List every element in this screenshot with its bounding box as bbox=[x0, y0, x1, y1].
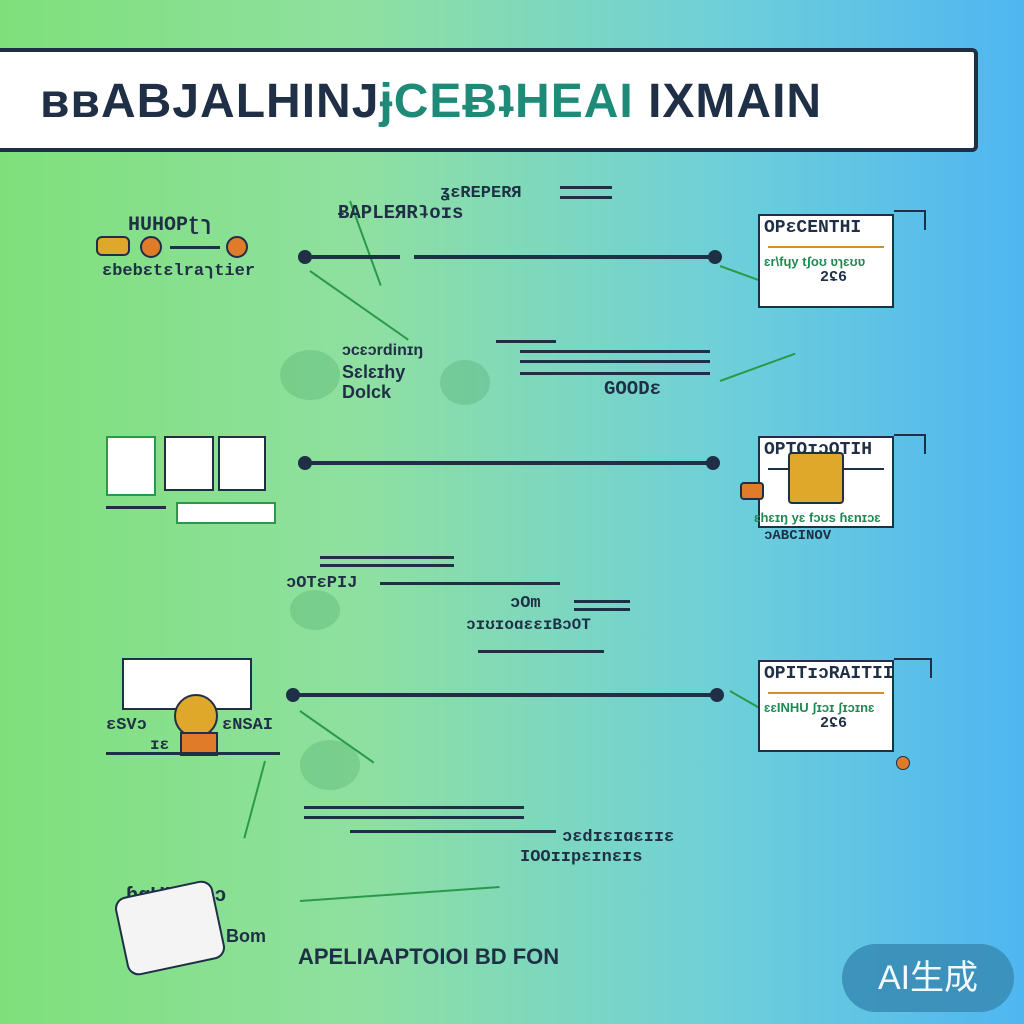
decor-blob bbox=[440, 360, 490, 405]
banner-title-part3: IXMAIN bbox=[648, 75, 823, 128]
row2-end-node bbox=[706, 456, 720, 470]
ai-generated-badge: AI生成 bbox=[842, 944, 1014, 1012]
mid2-label-b: ɔOm bbox=[510, 594, 541, 613]
row1-doc-number: 2ʢ6 bbox=[820, 269, 848, 286]
decor-stroke bbox=[719, 352, 796, 382]
decor-blob bbox=[300, 740, 360, 790]
row3-connector bbox=[298, 693, 714, 697]
row3-left-label-top: ɛSVɔ bbox=[106, 716, 147, 735]
row3-left-label-right: ɛNSAI bbox=[222, 716, 274, 735]
mid2-label-a: ɔOTɛPIJ bbox=[286, 574, 358, 593]
bottom-sub-label: Bom bbox=[226, 926, 266, 946]
coin-icon bbox=[226, 236, 248, 258]
row2-connector bbox=[310, 461, 710, 465]
folder-icon bbox=[96, 236, 130, 256]
row3-doc-title: OPITɪɔRAITII bbox=[764, 664, 892, 684]
row1-mid-label-b: ʓɛREPERЯ bbox=[440, 184, 522, 203]
row1-connector bbox=[414, 255, 714, 259]
row1-doc-tab bbox=[894, 210, 926, 230]
decor-blob bbox=[280, 350, 340, 400]
row1-doc-green-text: ɛr\fɥy tʃoʊ ʋɿɛʊʋ bbox=[764, 254, 866, 269]
row1-doc-title: OPɛCENTHI bbox=[764, 218, 862, 238]
mid3-label-a: ɔɛdɪɛɪɑɛɪɪɛ bbox=[562, 828, 675, 847]
row3-left-label-bottom: ɪɛ bbox=[150, 736, 170, 754]
row1-left-label-bottom: ɛbebɛtɛlraɿtier bbox=[102, 262, 256, 281]
row1-left-label-top: HUHOPʈɿ bbox=[128, 214, 213, 237]
row2-left-spreadsheet bbox=[106, 436, 276, 526]
mid1-right-label: GOODɛ bbox=[604, 378, 662, 400]
title-banner bbox=[0, 48, 978, 152]
row3-doc-number: 2ʢ6 bbox=[820, 715, 848, 732]
bottom-footer-label: APELIAAPTOIOI BD FON bbox=[298, 944, 560, 969]
row1-left-icons bbox=[96, 236, 256, 258]
banner-title-part1: ʙʙABJALHINJ bbox=[40, 75, 380, 128]
mid1-line2: Sɛlɛɪhy bbox=[342, 362, 406, 382]
banner-title-part2: ɉCEɃʇHEAI bbox=[379, 75, 634, 128]
row3-doc-green-text: ɛɛINHU ʃɪɔɪ ʃɪɔɪnɛ bbox=[764, 700, 875, 715]
clock-icon bbox=[174, 694, 218, 738]
decor-stroke bbox=[299, 886, 500, 902]
coin-icon bbox=[896, 756, 910, 770]
mid2-label-c: ɔɪʊɪoɑɛɛɪBɔOT bbox=[466, 616, 591, 634]
row1-right-document: OPɛCENTHI ɛr\fɥy tʃoʊ ʋɿɛʊʋ 2ʢ6 bbox=[758, 214, 894, 308]
row2-doc-green-text: ɛhɛɪŋ yɛ fɔʊs ɦɛnɪɔɛ bbox=[754, 510, 881, 525]
row1-end-node bbox=[708, 250, 722, 264]
lock-icon bbox=[788, 452, 844, 504]
decor-blob bbox=[290, 590, 340, 630]
row3-right-document: OPITɪɔRAITII ɛɛINHU ʃɪɔɪ ʃɪɔɪnɛ 2ʢ6 bbox=[758, 660, 894, 752]
mid1-line3: Dolck bbox=[342, 382, 392, 402]
mid3-label-b: IOOɪɪpɛɪnɛɪs bbox=[520, 848, 643, 867]
row2-doc-tab bbox=[894, 434, 926, 454]
decor-stroke bbox=[309, 270, 409, 341]
folder-icon bbox=[740, 482, 764, 500]
row3-doc-tab bbox=[894, 658, 932, 678]
row2-doc-sub: ɔABCINOV bbox=[764, 528, 832, 544]
row1-mid-label-a: ɃAPLEЯRʇoɪs bbox=[338, 202, 464, 224]
coin-icon bbox=[140, 236, 162, 258]
banner-title: ʙʙABJALHINJɉCEɃʇHEAI IXMAIN bbox=[40, 72, 960, 132]
decor-stroke bbox=[243, 760, 266, 839]
mid1-line1: ɔcɛɔrdinɪŋ bbox=[342, 342, 424, 359]
row3-end-node bbox=[710, 688, 724, 702]
